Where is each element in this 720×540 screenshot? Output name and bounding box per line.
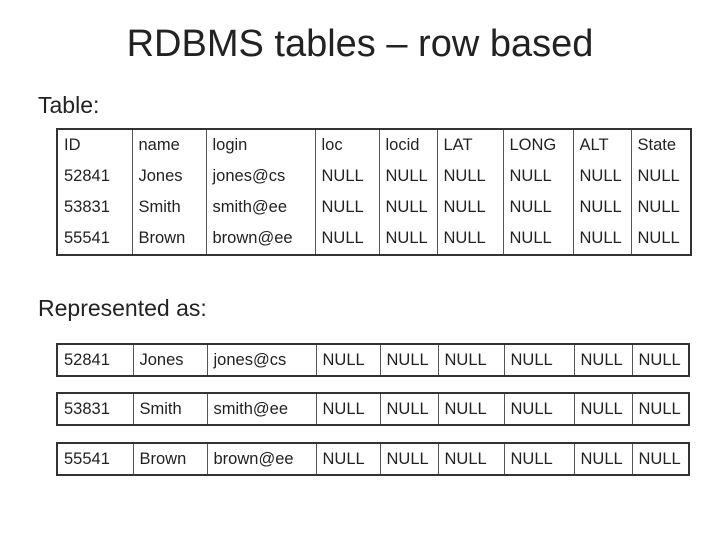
record-cell: NULL: [315, 345, 380, 375]
record-cell: smith@ee: [206, 394, 316, 424]
record-cell: NULL: [631, 394, 692, 424]
table-cell: 55541: [64, 229, 110, 247]
table-row: 52841 Jones jones@cs NULL NULL NULL NULL…: [57, 161, 691, 192]
record-cell: NULL: [379, 394, 438, 424]
column-header-name: name: [131, 129, 206, 161]
record-cell: NULL: [503, 394, 574, 424]
table-cell: NULL: [502, 192, 573, 223]
table-cell: brown@ee: [205, 223, 315, 255]
column-header-loc: loc: [314, 129, 379, 161]
row-record-53831: 53831 Smith smith@ee NULL NULL NULL NULL…: [56, 392, 692, 426]
table-cell: NULL: [630, 192, 691, 223]
row-record-55541: 55541 Brown brown@ee NULL NULL NULL NULL…: [56, 442, 692, 476]
record-cell: NULL: [631, 345, 692, 375]
table-cell: Jones: [131, 161, 206, 192]
table-cell: NULL: [378, 223, 437, 255]
table-cell: jones@cs: [205, 161, 315, 192]
record-cell: Jones: [132, 345, 207, 375]
table-cell: Brown: [131, 223, 206, 255]
table-cell: NULL: [436, 161, 503, 192]
table-cell: 52841: [64, 167, 110, 185]
record-cell: 52841: [64, 350, 110, 369]
column-header-long: LONG: [502, 129, 573, 161]
table-cell: NULL: [572, 223, 631, 255]
record-cell: Brown: [132, 444, 207, 474]
column-header-state: State: [630, 129, 691, 161]
record-cell: NULL: [437, 345, 504, 375]
table-section-label: Table:: [38, 92, 100, 118]
record-cell: 55541: [64, 449, 110, 468]
row-record-52841: 52841 Jones jones@cs NULL NULL NULL NULL…: [56, 343, 692, 377]
column-header-locid: locid: [378, 129, 437, 161]
record-cell: NULL: [631, 444, 692, 474]
table-cell: NULL: [502, 161, 573, 192]
table-cell: NULL: [502, 223, 573, 255]
column-header-id: ID: [64, 136, 81, 154]
table-cell: NULL: [314, 161, 379, 192]
record-cell: Smith: [132, 394, 207, 424]
record-cell: 53831: [64, 399, 110, 418]
record-cell: NULL: [573, 345, 632, 375]
table-cell: smith@ee: [205, 192, 315, 223]
record-cell: NULL: [503, 345, 574, 375]
table-header-row: ID name login loc locid LAT LONG ALT Sta…: [57, 129, 691, 161]
table-cell: NULL: [572, 192, 631, 223]
record-cell: NULL: [573, 394, 632, 424]
table-cell: NULL: [378, 161, 437, 192]
rdbms-table: ID name login loc locid LAT LONG ALT Sta…: [56, 128, 692, 256]
record-cell: NULL: [573, 444, 632, 474]
table-cell: NULL: [436, 192, 503, 223]
record-cell: NULL: [437, 444, 504, 474]
table-cell: NULL: [436, 223, 503, 255]
record-cell: NULL: [437, 394, 504, 424]
record-cell: jones@cs: [206, 345, 316, 375]
table-cell: NULL: [378, 192, 437, 223]
column-header-alt: ALT: [572, 129, 631, 161]
table-row: 55541 Brown brown@ee NULL NULL NULL NULL…: [57, 223, 691, 255]
column-header-login: login: [205, 129, 315, 161]
table-cell: NULL: [630, 223, 691, 255]
record-cell: NULL: [379, 345, 438, 375]
table-cell: NULL: [314, 192, 379, 223]
record-cell: NULL: [315, 444, 380, 474]
record-cell: NULL: [315, 394, 380, 424]
table-row: 53831 Smith smith@ee NULL NULL NULL NULL…: [57, 192, 691, 223]
record-cell: NULL: [503, 444, 574, 474]
table-cell: NULL: [630, 161, 691, 192]
table-cell: NULL: [314, 223, 379, 255]
represented-section-label: Represented as:: [38, 295, 207, 321]
slide-title: RDBMS tables – row based: [126, 23, 594, 65]
table-cell: NULL: [572, 161, 631, 192]
record-cell: brown@ee: [206, 444, 316, 474]
record-cell: NULL: [379, 444, 438, 474]
column-header-lat: LAT: [436, 129, 503, 161]
table-cell: 53831: [64, 198, 110, 216]
table-cell: Smith: [131, 192, 206, 223]
